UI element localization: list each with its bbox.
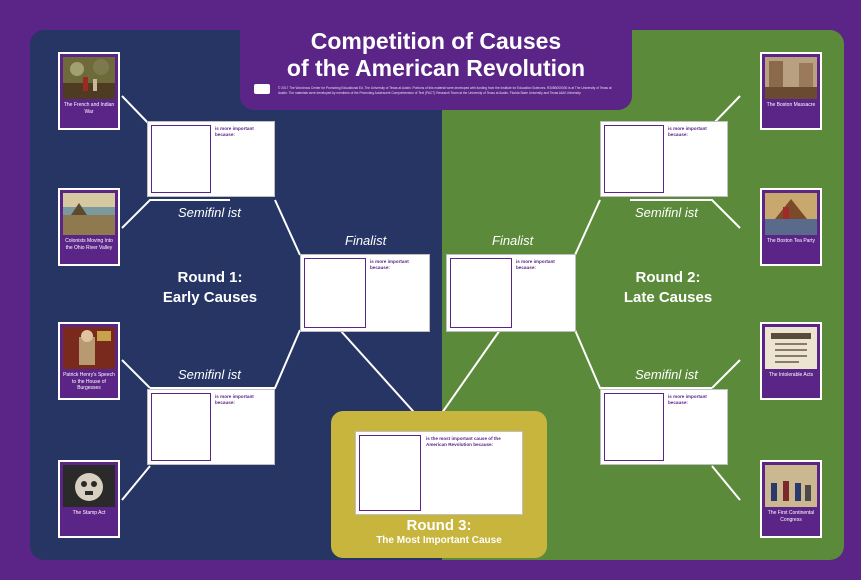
bracket-line	[274, 199, 301, 256]
card-caption: Patrick Henry's Speech to the House of B…	[63, 372, 115, 391]
vote-prompt: is more important because:	[668, 394, 707, 405]
bracket-line	[574, 199, 601, 256]
winner-slot[interactable]	[151, 125, 211, 193]
fine-print: © 2017 The Wondrous Center for Promoting…	[278, 86, 612, 95]
card-caption: The French and Indian War	[63, 102, 115, 115]
title-banner: Competition of Causes of the American Re…	[240, 18, 632, 110]
title-line-2: of the American Revolution	[286, 55, 586, 81]
stamp-act-image	[63, 465, 115, 507]
vote-prompt: is more important because:	[370, 259, 409, 270]
card-ohio-river-valley[interactable]: Colonists Moving Into the Ohio River Val…	[58, 188, 120, 266]
card-boston-tea-party[interactable]: The Boston Tea Party	[760, 188, 822, 266]
bracket-line	[121, 199, 230, 229]
vote-prompt: is more important because:	[516, 259, 555, 270]
logo-icon	[254, 84, 270, 94]
french-indian-war-image	[63, 57, 115, 99]
vote-prompt: is more important because:	[215, 394, 254, 405]
finalist-vote-box[interactable]: is more important because:	[300, 254, 430, 332]
semifinal-vote-box[interactable]: is more important because:	[600, 389, 728, 465]
semifinalist-label: Semifinl ist	[178, 205, 241, 220]
card-intolerable-acts[interactable]: The Intolerable Acts	[760, 322, 822, 400]
winner-slot[interactable]	[359, 435, 421, 511]
card-french-indian-war[interactable]: The French and Indian War	[58, 52, 120, 130]
winner-slot[interactable]	[604, 125, 664, 193]
bracket-line	[121, 465, 151, 501]
intolerable-acts-image	[765, 327, 817, 369]
continental-congress-image	[765, 465, 817, 507]
card-caption: The First Continental Congress	[767, 510, 815, 523]
finalist-vote-box[interactable]: is more important because:	[446, 254, 576, 332]
winner-slot[interactable]	[450, 258, 512, 328]
bracket-line	[630, 199, 741, 229]
bracket-line	[121, 359, 151, 389]
bracket-line	[711, 95, 741, 126]
winner-slot[interactable]	[304, 258, 366, 328]
vote-prompt: is more important because:	[668, 126, 707, 137]
card-caption: The Boston Tea Party	[767, 238, 815, 244]
final-vote-box[interactable]: is the most important cause of the Ameri…	[355, 431, 523, 515]
round1-title: Round 1:	[177, 269, 243, 286]
semifinal-vote-box[interactable]: is more important because:	[147, 121, 275, 197]
card-boston-massacre[interactable]: The Boston Massacre	[760, 52, 822, 130]
bracket-line	[711, 465, 741, 501]
boston-massacre-image	[765, 57, 817, 99]
card-caption: The Stamp Act	[72, 510, 106, 516]
round3-title: Round 3:	[406, 517, 472, 534]
round2-heading: Round 2: Late Causes	[598, 268, 738, 308]
bracket-line	[150, 329, 301, 389]
bracket-line	[121, 95, 151, 126]
finalist-label: Finalist	[492, 233, 534, 248]
semifinal-vote-box[interactable]: is more important because:	[600, 121, 728, 197]
patrick-henry-image	[63, 327, 115, 369]
final-vote-prompt: is the most important cause of the Ameri…	[426, 436, 501, 447]
bracket-line	[711, 359, 741, 389]
boston-tea-party-image	[765, 193, 817, 235]
ohio-river-valley-image	[63, 193, 115, 235]
vote-prompt: is more important because:	[215, 126, 254, 137]
title-line-1: Competition of Causes	[310, 28, 562, 54]
round2-title: Round 2:	[635, 269, 701, 286]
round2-subtitle: Late Causes	[623, 289, 713, 306]
semifinalist-label: Semifinl ist	[178, 367, 241, 382]
winner-slot[interactable]	[604, 393, 664, 461]
bracket-line	[574, 329, 712, 389]
card-caption: The Boston Massacre	[766, 102, 816, 108]
round3-subtitle: The Most Important Cause	[376, 535, 502, 546]
card-caption: The Intolerable Acts	[768, 372, 814, 378]
finalist-label: Finalist	[345, 233, 387, 248]
card-caption: Colonists Moving Into the Ohio River Val…	[65, 238, 113, 251]
winner-slot[interactable]	[151, 393, 211, 461]
card-first-continental-congress[interactable]: The First Continental Congress	[760, 460, 822, 538]
round1-heading: Round 1: Early Causes	[140, 268, 280, 308]
semifinalist-label: Semifinl ist	[635, 205, 698, 220]
card-stamp-act[interactable]: The Stamp Act	[58, 460, 120, 538]
round1-subtitle: Early Causes	[162, 289, 258, 306]
poster-title: Competition of Causes of the American Re…	[240, 28, 632, 82]
round3-panel: is the most important cause of the Ameri…	[331, 411, 547, 558]
semifinal-vote-box[interactable]: is more important because:	[147, 389, 275, 465]
semifinalist-label: Semifinl ist	[635, 367, 698, 382]
card-patrick-henry[interactable]: Patrick Henry's Speech to the House of B…	[58, 322, 120, 400]
